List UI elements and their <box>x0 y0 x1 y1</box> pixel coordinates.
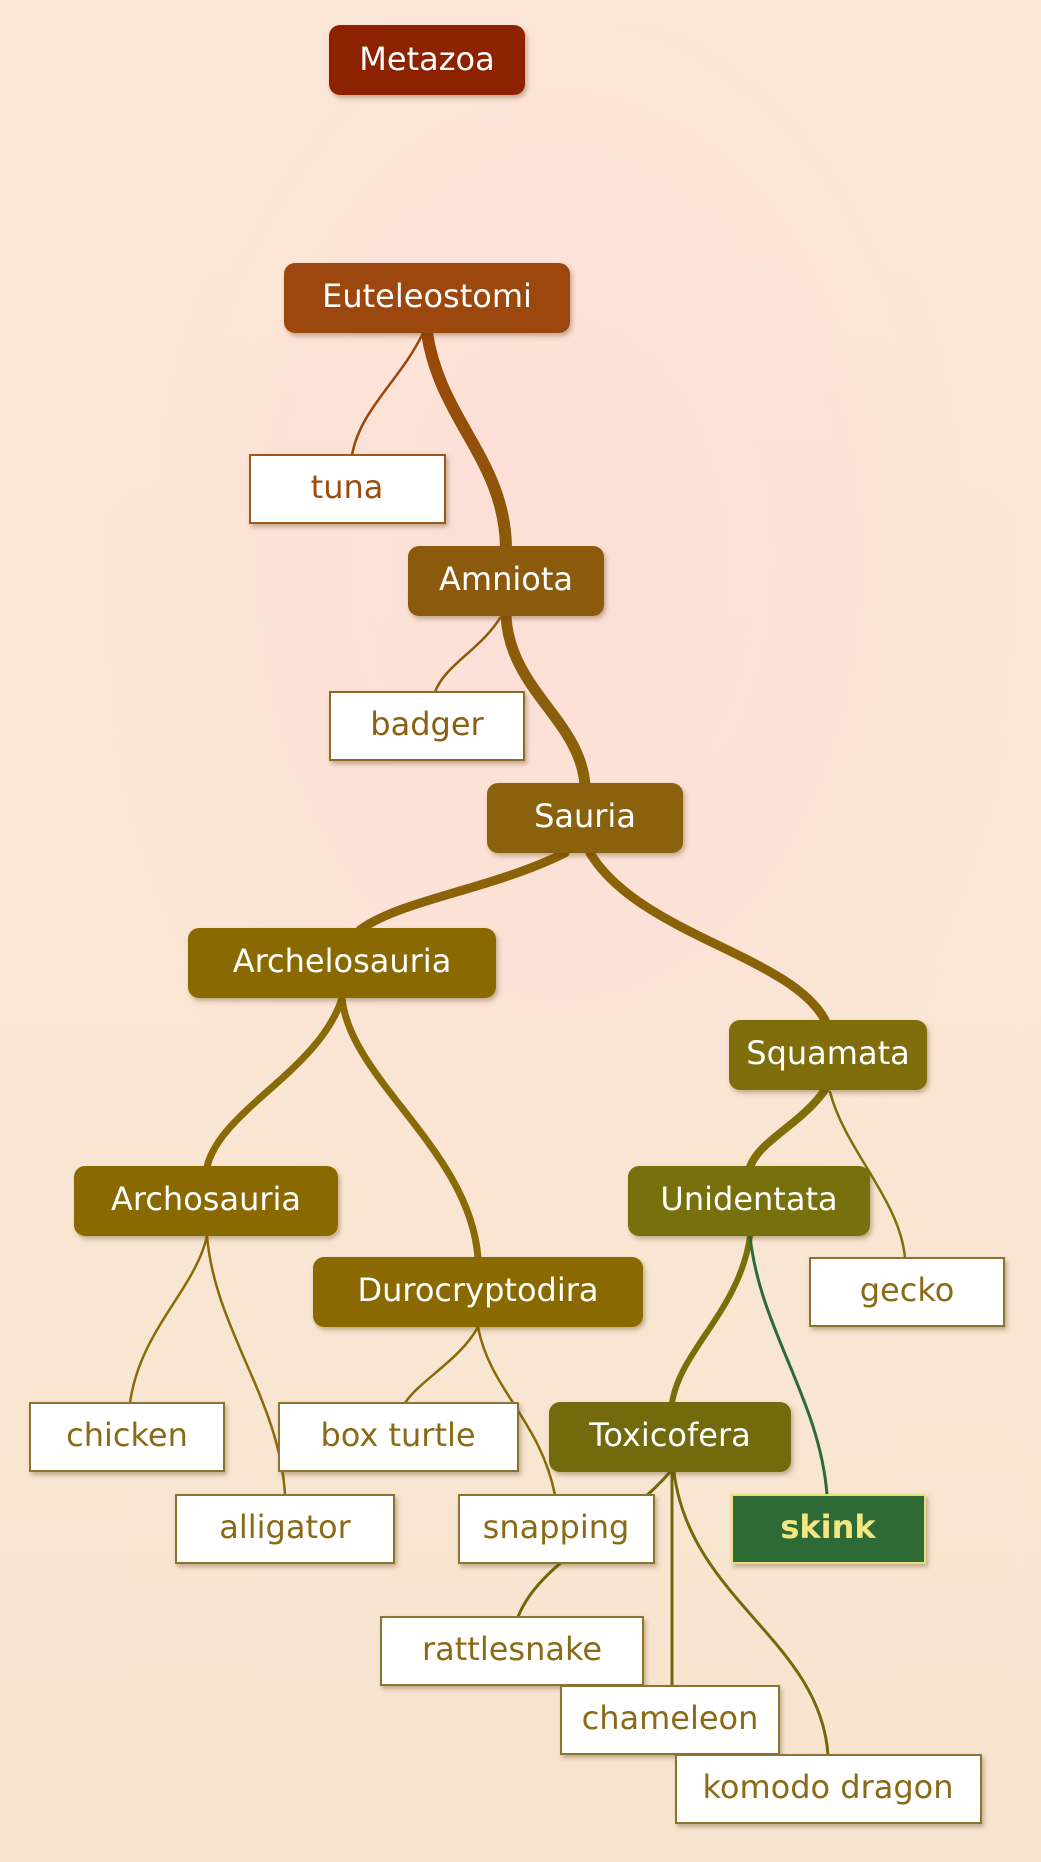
node-archelosauria-label: Archelosauria <box>233 942 452 980</box>
leaf-box-turtle[interactable]: box turtle <box>278 1402 519 1472</box>
node-archosauria-label: Archosauria <box>111 1180 301 1218</box>
node-durocryptodira-label: Durocryptodira <box>357 1271 598 1309</box>
node-metazoa[interactable]: Metazoa <box>329 25 525 95</box>
leaf-chameleon-label: chameleon <box>582 1699 759 1737</box>
node-sauria-label: Sauria <box>534 797 636 835</box>
leaf-tuna-label: tuna <box>311 468 384 506</box>
edge-toxicofera-komodo <box>672 1470 830 1757</box>
edge-archosauria-chicken <box>128 1234 209 1405</box>
node-unidentata[interactable]: Unidentata <box>628 1166 870 1236</box>
leaf-gecko[interactable]: gecko <box>809 1257 1005 1327</box>
leaf-gecko-label: gecko <box>860 1271 955 1309</box>
leaf-badger-label: badger <box>370 705 484 743</box>
leaf-komodo-dragon[interactable]: komodo dragon <box>675 1754 982 1824</box>
node-durocryptodira[interactable]: Durocryptodira <box>313 1257 643 1327</box>
edge-archelosauria-archosauria <box>203 994 346 1171</box>
node-toxicofera-label: Toxicofera <box>588 1416 750 1454</box>
node-amniota[interactable]: Amniota <box>408 546 604 616</box>
edge-sauria-archelosauria <box>355 848 570 935</box>
edge-unidentata-skink <box>748 1234 829 1497</box>
edge-squamata-unidentata <box>746 1086 829 1171</box>
node-metazoa-label: Metazoa <box>359 40 494 78</box>
leaf-chicken-label: chicken <box>66 1416 188 1454</box>
edge-durocryptodira-box-turtle <box>403 1325 480 1405</box>
node-euteleostomi-label: Euteleostomi <box>322 277 532 315</box>
leaf-skink-highlighted[interactable]: skink <box>731 1494 926 1564</box>
node-archelosauria[interactable]: Archelosauria <box>188 928 496 998</box>
edge-sauria-squamata <box>585 848 830 1025</box>
leaf-snapping[interactable]: snapping <box>458 1494 655 1564</box>
node-squamata-label: Squamata <box>746 1034 909 1072</box>
leaf-chicken[interactable]: chicken <box>29 1402 225 1472</box>
edge-euteleostomi-amniota <box>421 327 512 554</box>
node-unidentata-label: Unidentata <box>660 1180 837 1218</box>
edge-euteleostomi-tuna <box>350 333 424 457</box>
leaf-snapping-label: snapping <box>483 1508 630 1546</box>
leaf-chameleon[interactable]: chameleon <box>560 1685 780 1755</box>
edge-archelosauria-durocryptodira <box>338 994 482 1262</box>
edge-squamata-gecko <box>828 1090 907 1260</box>
node-sauria[interactable]: Sauria <box>487 783 683 853</box>
node-amniota-label: Amniota <box>439 560 573 598</box>
leaf-alligator-label: alligator <box>219 1508 351 1546</box>
leaf-box-turtle-label: box turtle <box>320 1416 475 1454</box>
leaf-badger[interactable]: badger <box>329 691 525 761</box>
leaf-skink-label: skink <box>780 1508 876 1546</box>
node-squamata[interactable]: Squamata <box>729 1020 927 1090</box>
node-toxicofera[interactable]: Toxicofera <box>549 1402 791 1472</box>
leaf-alligator[interactable]: alligator <box>175 1494 395 1564</box>
leaf-komodo-dragon-label: komodo dragon <box>702 1768 953 1806</box>
edge-amniota-sauria <box>500 610 591 791</box>
edge-unidentata-toxicofera <box>669 1233 753 1406</box>
leaf-tuna[interactable]: tuna <box>249 454 446 524</box>
leaf-rattlesnake-label: rattlesnake <box>422 1630 602 1668</box>
node-archosauria[interactable]: Archosauria <box>74 1166 338 1236</box>
leaf-rattlesnake[interactable]: rattlesnake <box>380 1616 644 1686</box>
node-euteleostomi[interactable]: Euteleostomi <box>284 263 570 333</box>
edge-amniota-badger <box>433 616 502 694</box>
